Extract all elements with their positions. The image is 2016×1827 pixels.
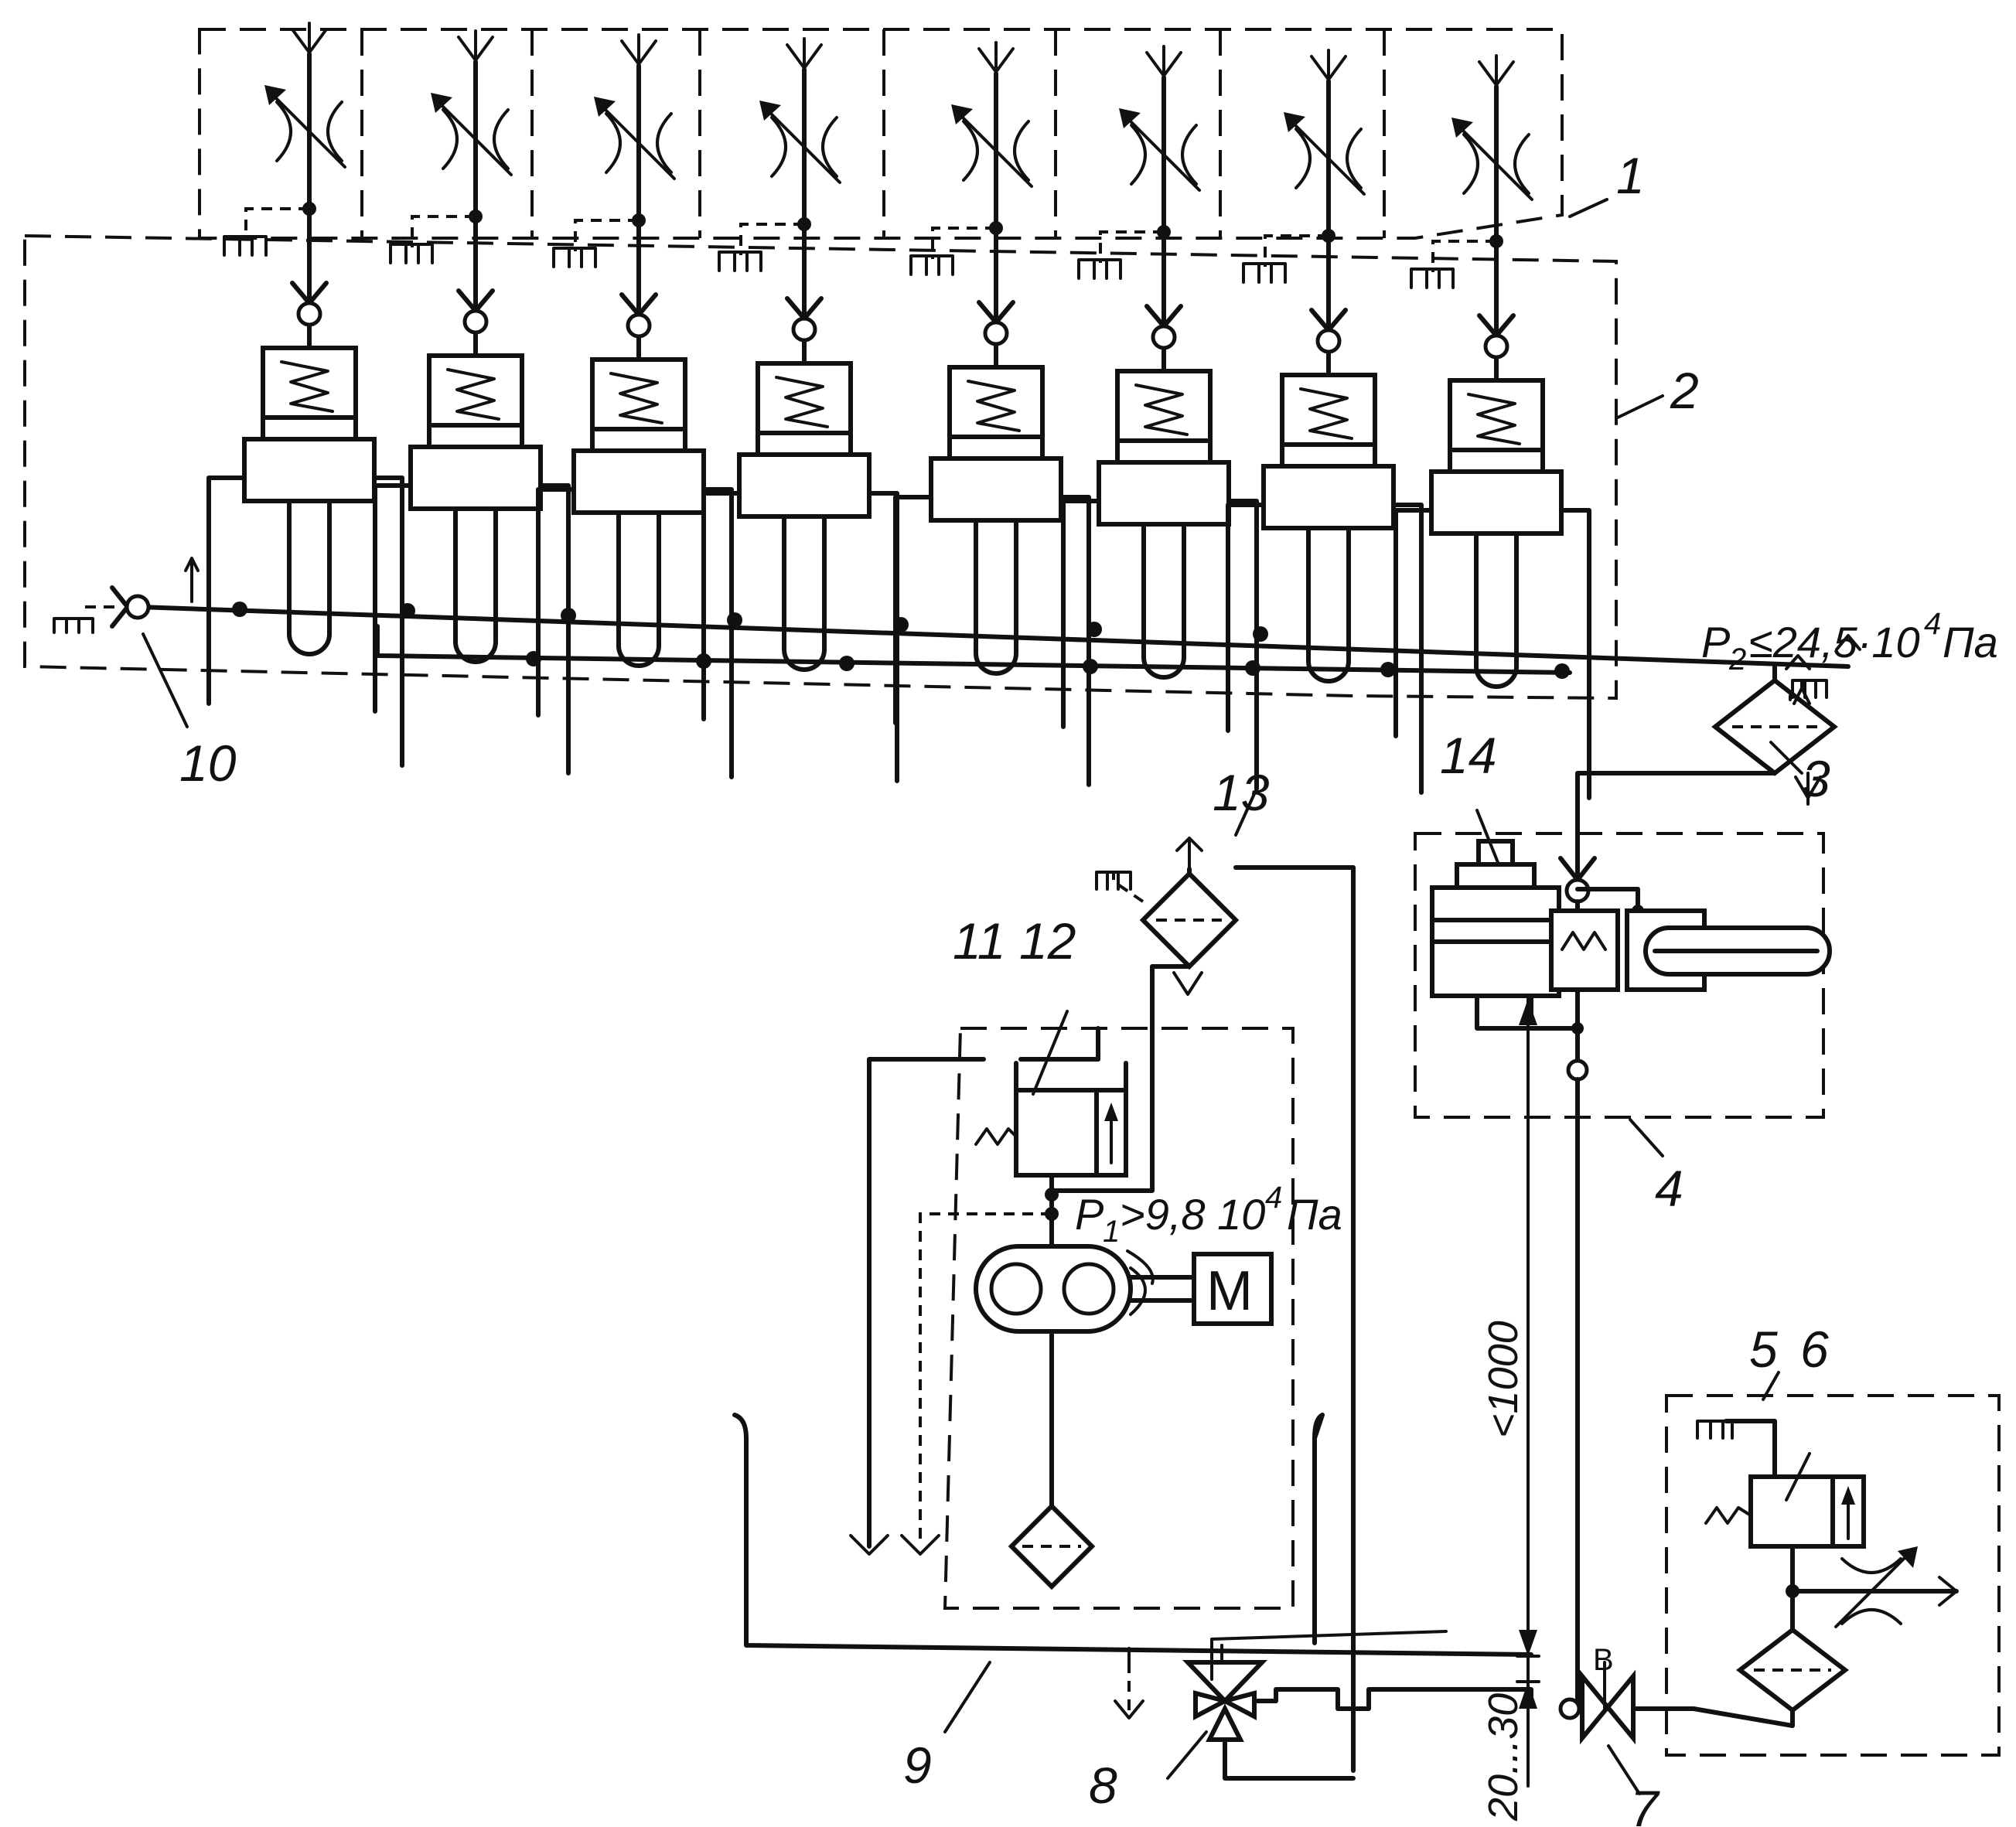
p2-exponent: 4	[1924, 607, 1941, 641]
pressure-p2-annotation: P 2 ≤24,5·10 4 Па	[1701, 607, 1998, 699]
valve-8	[1166, 1630, 1533, 1781]
supply-collector	[137, 557, 1851, 679]
p1-exponent: 4	[1265, 1181, 1282, 1215]
label-6: 6	[1800, 1321, 1829, 1378]
p1-unit: Па	[1287, 1190, 1342, 1239]
label-13: 13	[1213, 764, 1270, 821]
block-4	[1414, 809, 1832, 1157]
label-12: 12	[1019, 912, 1076, 970]
label-5: 5	[1749, 1321, 1778, 1378]
valve-7	[1558, 1661, 1696, 1795]
gap-range-dimension: 20...30	[1480, 1693, 1526, 1822]
label-14: 14	[1440, 727, 1496, 784]
injector-unit-8	[1396, 56, 1589, 798]
pump-group-12	[849, 1010, 1295, 1610]
p1-symbol: P	[1075, 1190, 1104, 1239]
p2-value: ≤24,5·10	[1749, 618, 1920, 666]
label-10: 10	[179, 735, 237, 792]
label-11: 11	[953, 912, 1006, 970]
height-limit-dimension: <1000	[1480, 1321, 1526, 1438]
check-valve-10	[53, 585, 189, 728]
label-8: 8	[1089, 1757, 1117, 1814]
p2-subscript: 2	[1728, 643, 1746, 677]
label-9: 9	[903, 1737, 932, 1794]
pressure-p1-annotation: P 1 >9,8 10 4 Па	[1075, 1181, 1342, 1249]
label-7: 7	[1630, 1780, 1660, 1827]
p2-symbol: P	[1701, 618, 1730, 666]
throttle-block-1	[198, 28, 1564, 240]
motor-symbol: M	[1206, 1260, 1253, 1322]
filter-13	[1095, 787, 1356, 1773]
label-1: 1	[1616, 147, 1645, 204]
valve-mark: B	[1593, 1643, 1614, 1677]
label-3: 3	[1802, 750, 1830, 807]
safety-group-5	[1665, 1371, 2001, 1757]
p1-subscript: 1	[1103, 1215, 1120, 1249]
p1-value: >9,8 10	[1120, 1190, 1265, 1239]
p2-unit: Па	[1943, 618, 1998, 666]
filter-3	[1575, 634, 1861, 859]
tank-9	[732, 1413, 1533, 1733]
label-2: 2	[1670, 362, 1699, 419]
injector-unit-5	[895, 43, 1089, 785]
label-4: 4	[1655, 1160, 1683, 1217]
